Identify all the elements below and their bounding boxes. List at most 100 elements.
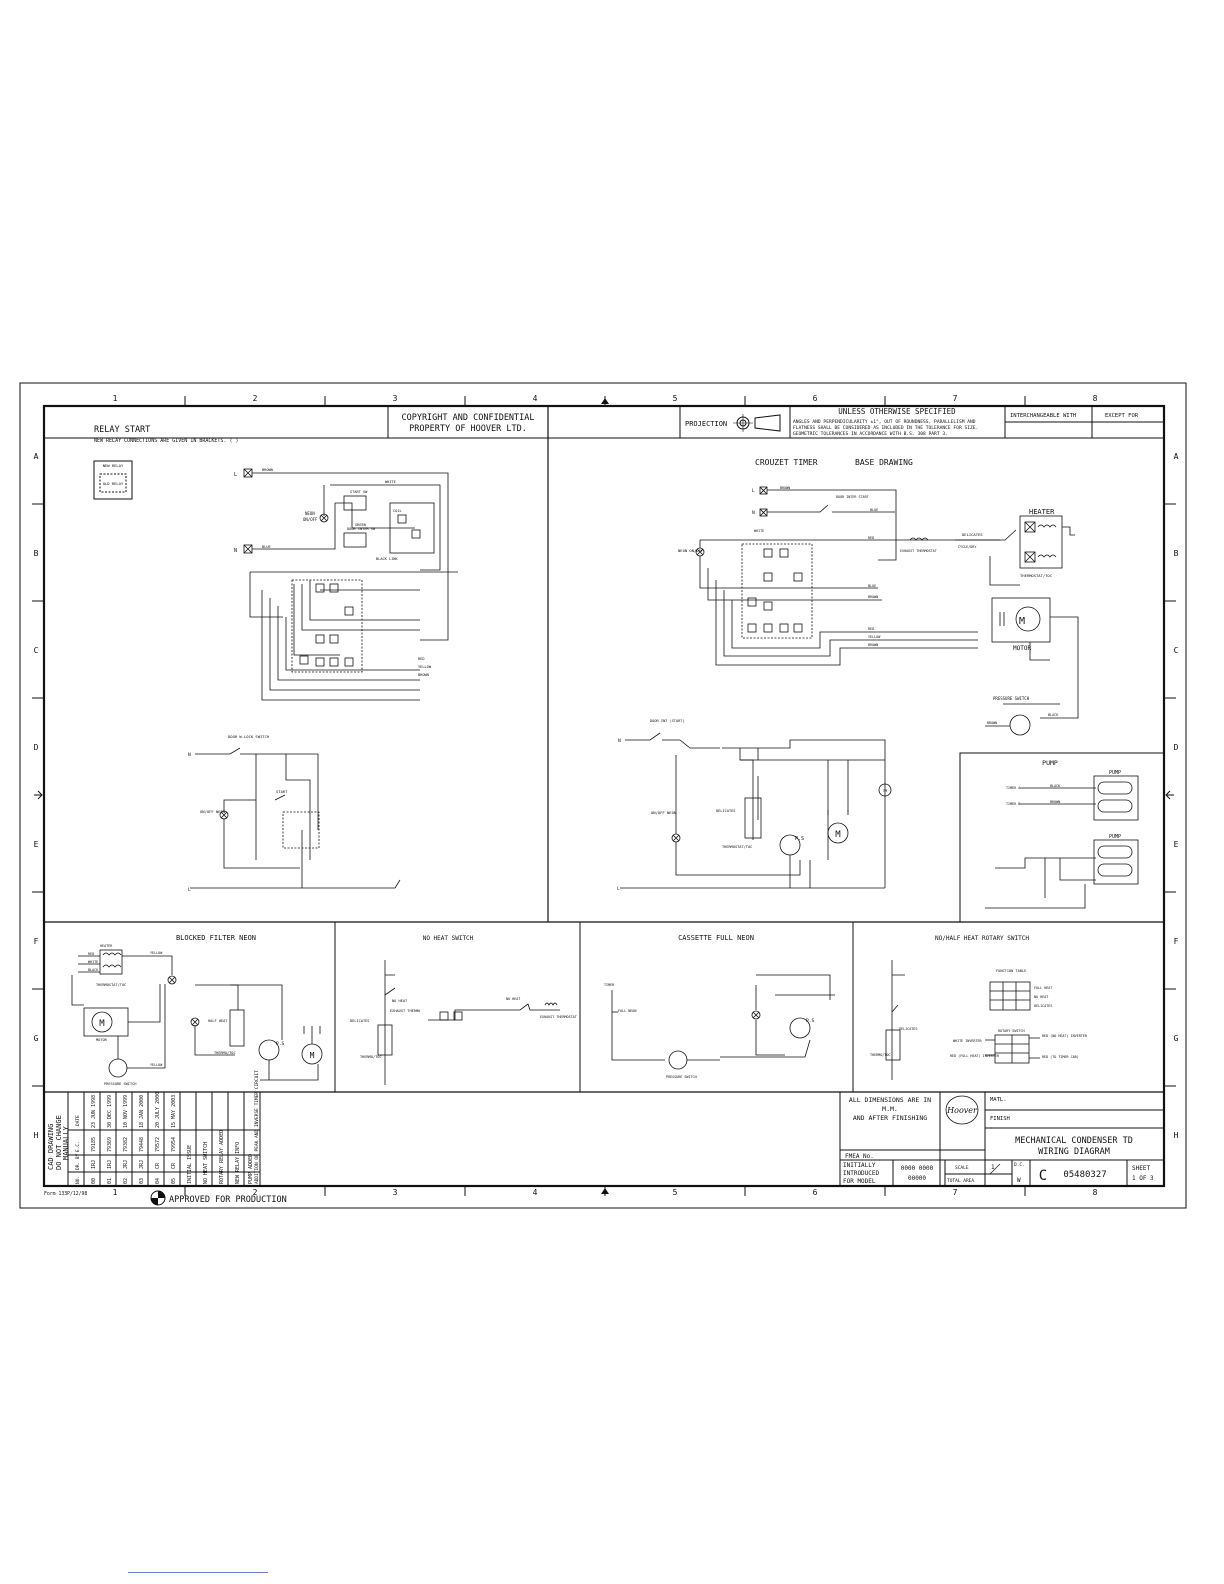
centre-mark-bottom	[601, 1188, 609, 1194]
total-area-label: TOTAL AREA	[947, 1178, 974, 1184]
drawing-title-2: WIRING DIAGRAM	[1038, 1147, 1110, 1157]
row-label-B: B	[34, 549, 39, 558]
row-label-right-E: E	[1174, 840, 1179, 849]
crouzet-subtitle: BASE DRAWING	[855, 458, 913, 467]
svg-text:03: 03	[139, 1178, 145, 1184]
rotary-switch-panel: NO/HALF HEAT ROTARY SWITCH FUNCTION TABL…	[870, 935, 1088, 1080]
dimensions-line-2: M.M.	[882, 1105, 898, 1113]
crouzet-cycle-dry: CYCLE/DRY	[958, 545, 976, 549]
footer-link-line	[128, 1572, 268, 1573]
col-label-bottom-3: 3	[393, 1188, 398, 1197]
relay-N: N	[234, 548, 237, 554]
svg-text:79185: 79185	[91, 1137, 97, 1152]
zone-columns-bottom: 1 2 3 4 5 6 7 8	[113, 1186, 1098, 1197]
nh-exhaust-thermostat: EXHAUST THERMOSTAT	[540, 1015, 577, 1019]
scale-value: 1	[991, 1164, 995, 1171]
bf-half-heat: HALF HEAT	[208, 1019, 228, 1023]
relay-wire-brown-2: BROWN	[418, 673, 429, 677]
rev-header-dr: DR. BY	[75, 1153, 81, 1170]
blocked-filter-panel: BLOCKED FILTER NEON HEATER WHITE BLACK	[71, 934, 323, 1086]
col-label-8: 8	[1093, 394, 1098, 403]
zone-rows: A B C D E F G H A B C D E F G H	[32, 452, 1179, 1140]
nh-thermo-toc: THERMO/TOC	[360, 1055, 382, 1059]
initially-line-2: INTRODUCED	[843, 1170, 880, 1177]
rev-desc-04: PUMP ADDED	[248, 1154, 254, 1184]
pressure-switch-label: PRESSURE SWITCH	[993, 696, 1030, 701]
col-label-bottom-1: 1	[113, 1188, 118, 1197]
row-label-G: G	[34, 1034, 39, 1043]
cassette-full-panel: CASSETTE FULL NEON TIMER FULL NEON PRESS…	[604, 934, 835, 1079]
initially-line-1: INITIALLY	[843, 1162, 876, 1169]
rev-desc-02: ROTARY RELAY ADDED	[219, 1130, 225, 1184]
rs-red-full-heat: RED (FULL HEAT) INVERTER	[950, 1054, 1000, 1058]
motor-icon: M	[1019, 616, 1025, 627]
rs-rotary-switch: ROTARY SWITCH	[998, 1029, 1025, 1033]
rs-thermo-toc: THERMO/TOC	[870, 1053, 890, 1057]
crouzet-red-2: RED	[868, 627, 874, 631]
svg-text:79382: 79382	[123, 1137, 129, 1152]
col-label-4: 4	[533, 394, 538, 403]
crouzet-white: WHITE	[754, 529, 764, 533]
approved-icon	[158, 1191, 165, 1198]
svg-text:CR: CR	[155, 1162, 161, 1169]
centre-mark-right	[1165, 790, 1174, 800]
relay-start-sw: START SW	[350, 490, 368, 494]
col-label-bottom-2: 2	[253, 1188, 258, 1197]
row-label-D: D	[34, 743, 39, 752]
sheet-value: 1 OF 3	[1132, 1175, 1154, 1182]
revision-letter: C	[1039, 1168, 1047, 1184]
w-label: W	[1017, 1177, 1021, 1184]
scale-label: SCALE	[955, 1165, 969, 1171]
crouzet-sch-motor-icon: M	[835, 830, 841, 840]
bf-thermostat: THERMOSTAT/TOC	[96, 983, 126, 987]
bf-motor: MOTOR	[96, 1038, 108, 1042]
row-label-C: C	[34, 646, 39, 655]
no-heat-title: NO HEAT SWITCH	[423, 935, 474, 942]
svg-text:JRJ: JRJ	[139, 1160, 145, 1169]
pump-wire-brown: BROWN	[1050, 800, 1060, 804]
copyright-line-2: PROPERTY OF HOOVER LTD.	[409, 424, 527, 434]
relay-door-sw: DOOR INTER SW	[347, 527, 376, 531]
relay-L: L	[234, 472, 237, 478]
sheet-outer-frame	[19, 382, 1187, 1209]
except-for-label: EXCEPT FOR	[1105, 413, 1139, 419]
svg-text:05: 05	[171, 1178, 177, 1184]
relay-black-link: BLACK LINK	[376, 557, 398, 561]
crouzet-brown-4: BROWN	[987, 721, 997, 725]
crouzet-sch-thermo: THERMOSTAT/TOC	[722, 845, 752, 849]
row-label-right-D: D	[1174, 743, 1179, 752]
crouzet-exhaust-thermostat: EXHAUST THERMOSTAT	[900, 549, 937, 553]
col-label-bottom-5: 5	[673, 1188, 678, 1197]
sheet-label: SHEET	[1132, 1165, 1150, 1172]
bf-black: BLACK	[88, 968, 99, 972]
col-label-7: 7	[953, 394, 958, 403]
svg-text:30 DEC 1999: 30 DEC 1999	[107, 1095, 113, 1128]
col-label-bottom-6: 6	[813, 1188, 818, 1197]
form-number: Form 133P/12/98	[44, 1191, 87, 1197]
crouzet-door-start: DOOR INTER START	[836, 495, 869, 499]
rs-function-table: FUNCTION TABLE	[996, 969, 1026, 973]
cad-note-3: MANUALLY	[62, 1125, 70, 1160]
col-label-bottom-7: 7	[953, 1188, 958, 1197]
rev-row-02: 02 JRJ 79382 10 NOV 1999	[123, 1095, 129, 1184]
crouzet-brown-3: BROWN	[868, 643, 878, 647]
svg-text:JRJ: JRJ	[123, 1160, 129, 1169]
crouzet-wiring	[695, 486, 1079, 736]
rev-row-04: 04 CR 79572 20 JULY 2000	[155, 1092, 161, 1184]
pump-timer-a: TIMER A	[1006, 786, 1020, 790]
rev-desc-01: NO HEAT SWITCH	[203, 1142, 209, 1184]
rev-header-date: DATE	[75, 1115, 81, 1126]
relay-sch-N: N	[188, 752, 191, 758]
cad-note-2: DO NOT CHANGE	[55, 1115, 63, 1170]
relay-wire-green: GREEN	[355, 523, 366, 527]
cassette-title: CASSETTE FULL NEON	[678, 934, 754, 942]
rs-red-no-heat: RED (NO HEAT) INVERTER	[1042, 1034, 1088, 1038]
row-label-right-B: B	[1174, 549, 1179, 558]
dc-label: D.C.	[1014, 1162, 1025, 1168]
crouzet-sch-L: L	[617, 886, 620, 892]
finish-label: FINISH	[990, 1116, 1010, 1122]
col-label-5: 5	[673, 394, 678, 403]
svg-text:04: 04	[155, 1178, 161, 1184]
crouzet-sch-ps: P.S	[795, 836, 804, 842]
